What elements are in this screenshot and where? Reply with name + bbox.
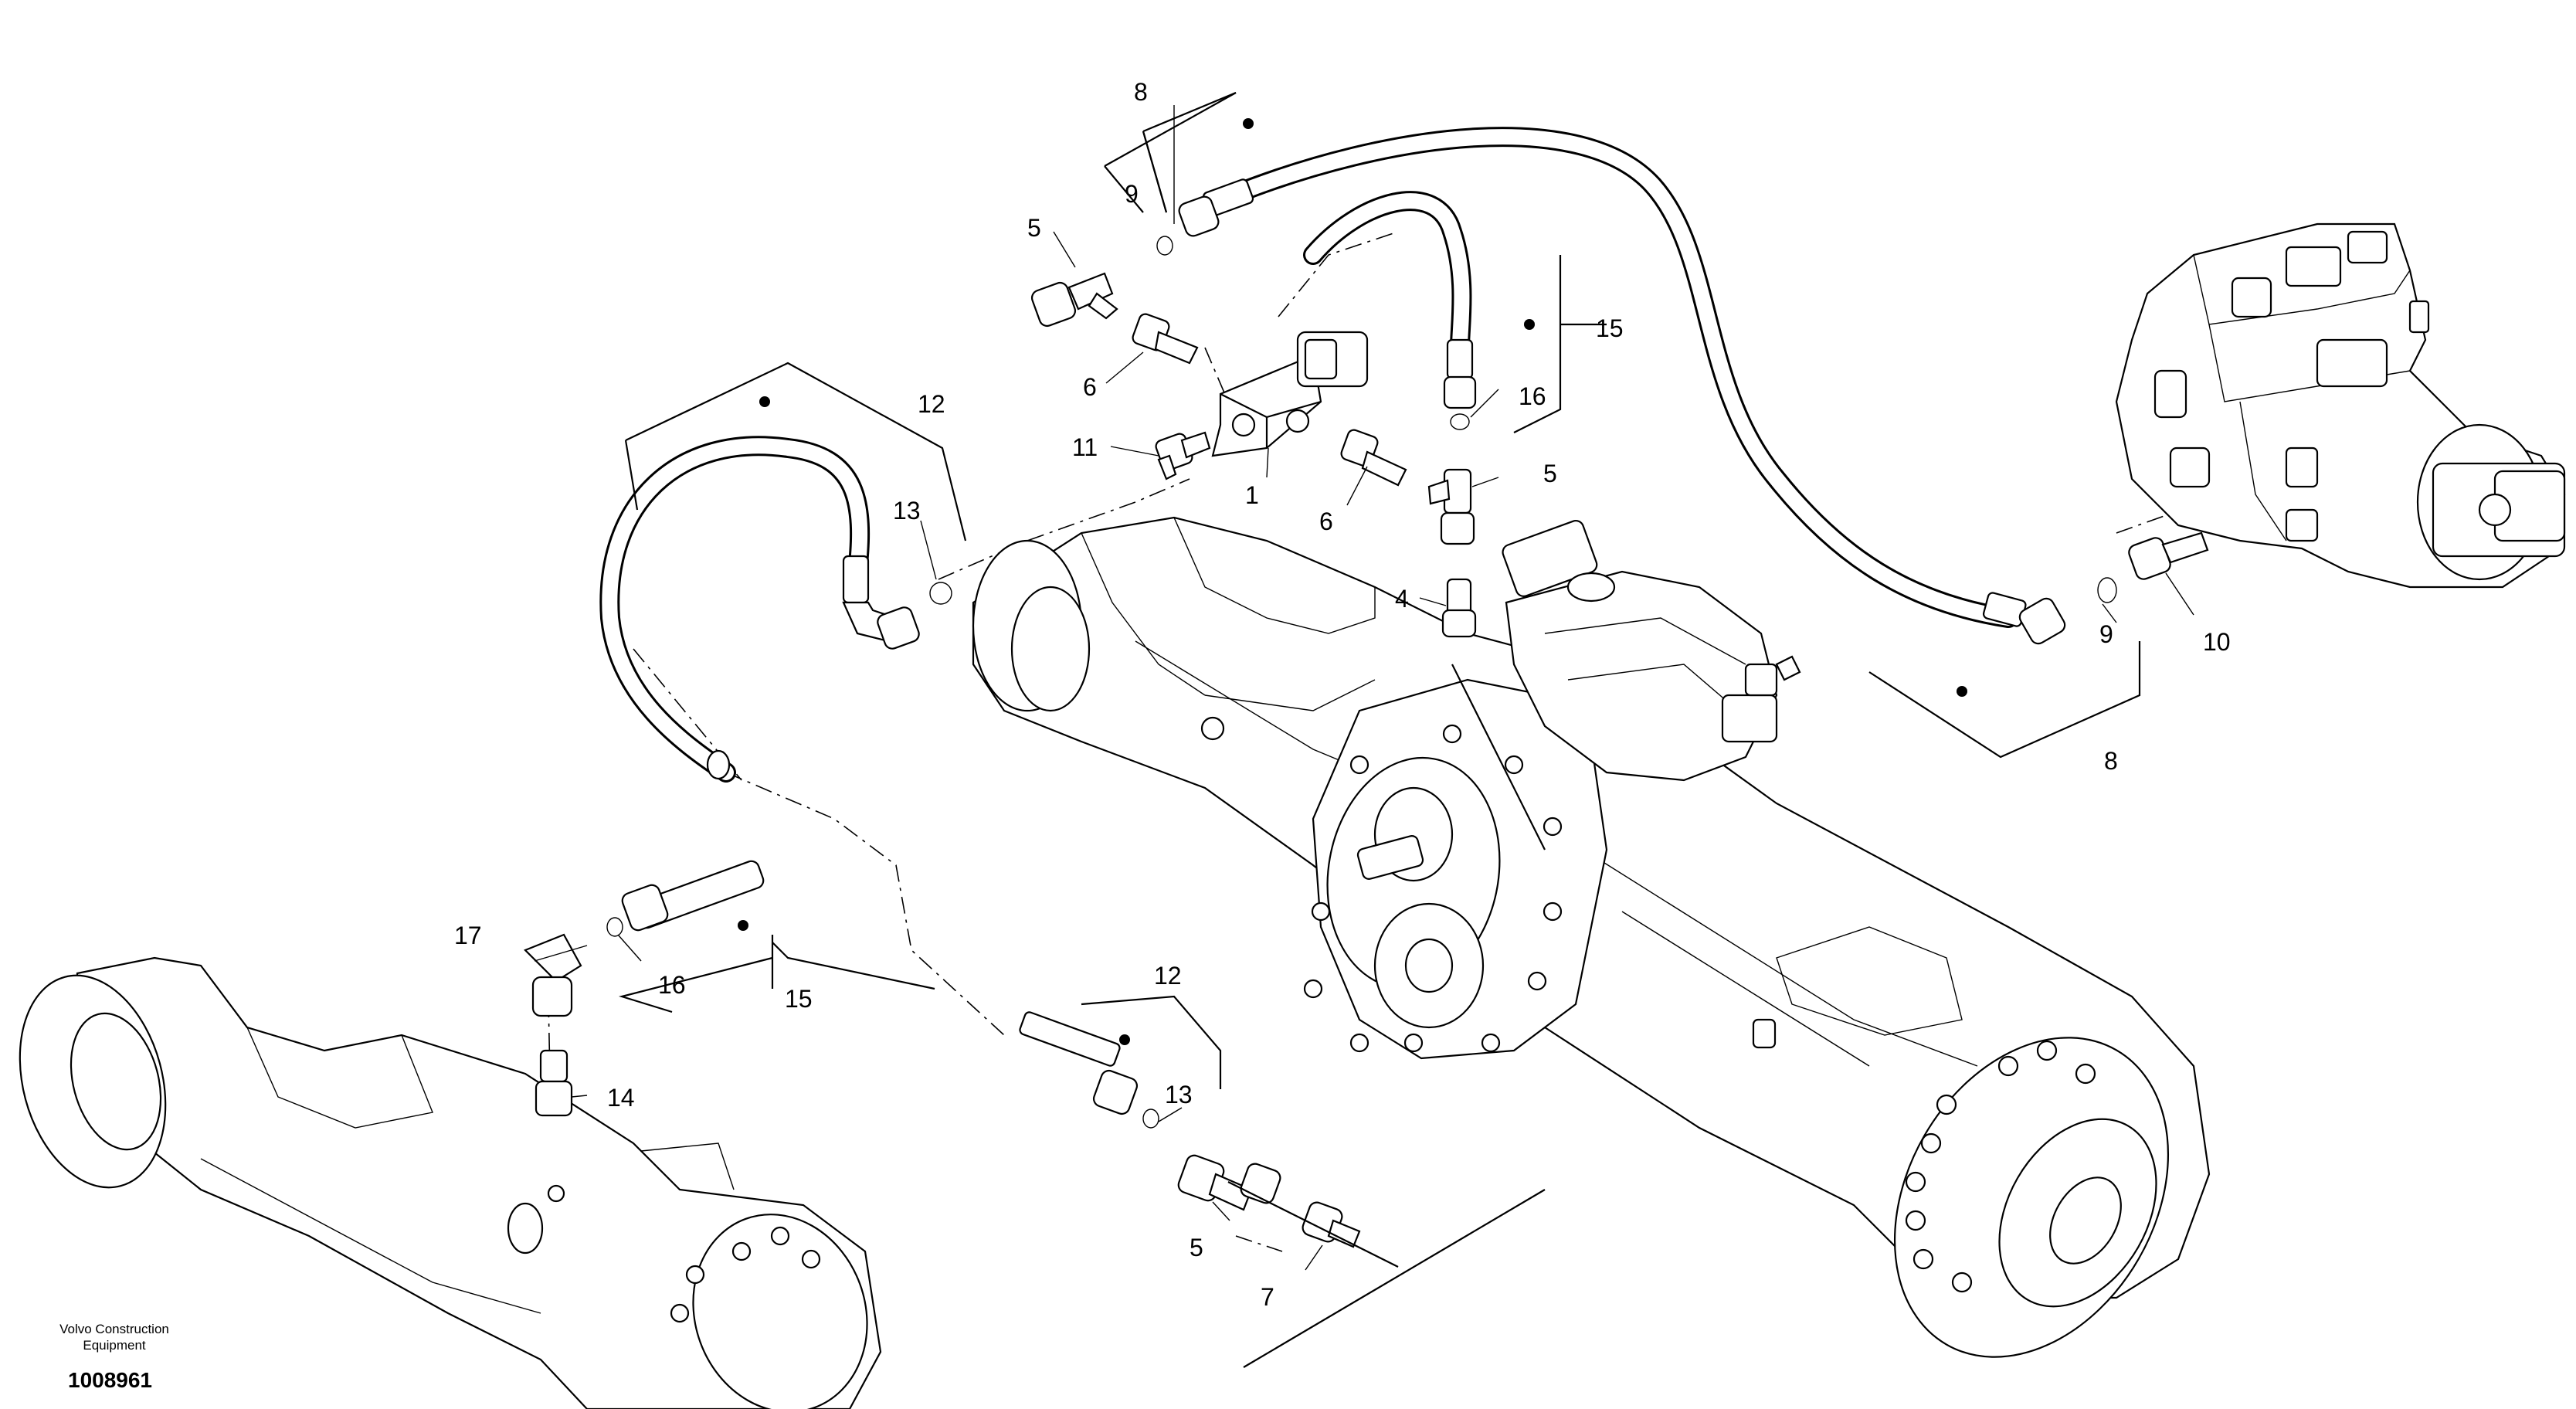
callout-13-upper: 13 [893, 497, 921, 525]
callout-8-right: 8 [2104, 747, 2118, 775]
front-hub-bolts [670, 1226, 821, 1323]
fittings [524, 236, 2209, 1248]
title-block: Volvo Construction Equipment 1008961 [59, 1322, 169, 1392]
assembly-brackets [618, 91, 2141, 1368]
callout-16-lower: 16 [658, 971, 686, 999]
company-name-line2: Equipment [83, 1338, 146, 1353]
front-axle [19, 956, 882, 1409]
callout-5-middle: 5 [1543, 460, 1557, 487]
reference-dots [738, 118, 1967, 1045]
drawing-number: 1008961 [68, 1368, 152, 1392]
callout-6-middle: 6 [1319, 508, 1333, 535]
hose-15-upper [1303, 191, 1477, 409]
callout-10: 10 [2203, 628, 2231, 656]
callout-11: 11 [1072, 433, 1098, 461]
callout-17: 17 [454, 922, 482, 949]
callout-7: 7 [1261, 1283, 1274, 1311]
hydraulic-pump [2115, 222, 2566, 589]
callout-4: 4 [1395, 585, 1409, 613]
part-1-valve-block [1211, 331, 1369, 457]
company-name-line1: Volvo Construction [59, 1322, 169, 1336]
transfer-gearbox [1303, 520, 1801, 1060]
callout-8-upper: 8 [1134, 78, 1148, 106]
housing-bolts [1303, 724, 1563, 1053]
callout-9-right: 9 [2099, 620, 2113, 648]
callout-9-upper: 9 [1125, 180, 1139, 208]
callout-12-lower: 12 [1154, 962, 1182, 990]
callout-16-upper: 16 [1519, 382, 1546, 410]
hub-bolts [1905, 1040, 2096, 1293]
callout-1: 1 [1245, 481, 1259, 509]
callout-5-lower: 5 [1190, 1234, 1203, 1261]
callout-5-upper: 5 [1027, 214, 1041, 242]
leader-lines [534, 105, 2194, 1271]
hose-12-left [599, 436, 920, 783]
callout-13-lower: 13 [1165, 1081, 1193, 1109]
callout-labels: 1 4 5 5 5 6 6 7 8 8 9 9 10 11 12 12 13 1… [454, 78, 2231, 1311]
callout-15-lower: 15 [785, 985, 813, 1013]
callout-12-upper: 12 [918, 390, 945, 418]
callout-6-upper: 6 [1083, 373, 1097, 401]
callout-14: 14 [607, 1084, 635, 1112]
hose-8 [1178, 127, 2066, 645]
callout-15-upper: 15 [1596, 314, 1624, 342]
